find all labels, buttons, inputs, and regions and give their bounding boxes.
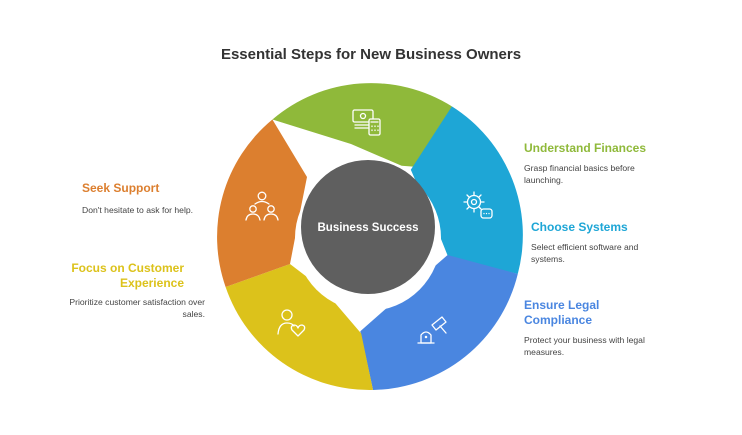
center-circle: [301, 160, 435, 294]
desc-understand-finances: Grasp financial basics before launching.: [524, 163, 635, 185]
money-calculator-icon: [352, 109, 381, 136]
desc-ensure-legal: Protect your business with legal measure…: [524, 335, 645, 357]
label-seek-support: Seek Support: [82, 181, 160, 195]
segment-seek-support: [217, 119, 307, 287]
center-label: Business Success: [317, 222, 418, 234]
person-heart-icon: [277, 309, 306, 337]
support-group-icon: [245, 191, 279, 221]
label-understand-finances: Understand Finances: [524, 141, 647, 155]
desc-seek-support: Don't hesitate to ask for help.: [82, 205, 194, 215]
diagram-title: Essential Steps for New Business Owners: [220, 46, 522, 63]
label-choose-systems: Choose Systems: [531, 220, 628, 234]
label-ensure-legal: Ensure Legal Compliance: [524, 298, 600, 327]
desc-customer-experience: Prioritize customer satisfaction over sa…: [69, 297, 205, 319]
segment-customer-experience: [225, 264, 373, 391]
segment-ensure-legal: [360, 255, 518, 390]
desc-choose-systems: Select efficient software and systems.: [531, 242, 639, 264]
segment-understand-finances: [272, 83, 452, 169]
gear-settings-icon: [463, 191, 493, 219]
label-customer-experience: Focus on Customer Experience: [71, 261, 184, 290]
gavel-icon: [417, 316, 447, 344]
